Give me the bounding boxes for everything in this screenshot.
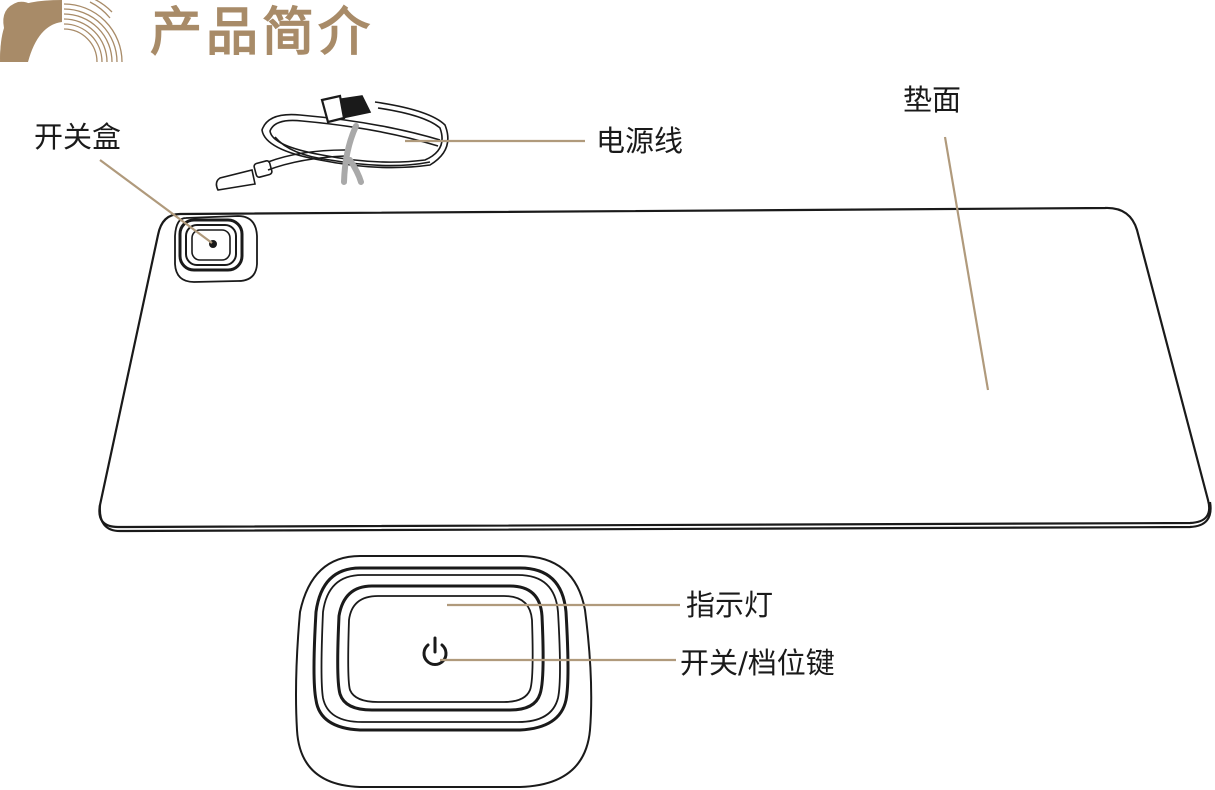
label-power-level-key: 开关/档位键 (680, 646, 835, 680)
mat-surface (98, 206, 1212, 533)
label-mat-surface: 垫面 (903, 83, 962, 117)
bear-arc-logo-icon (0, 0, 123, 63)
power-cord (215, 94, 449, 191)
switch-box-large (295, 555, 593, 788)
power-icon[interactable] (422, 636, 448, 666)
leader-lines (99, 136, 990, 662)
cable-tie (341, 123, 364, 185)
label-switch-box: 开关盒 (34, 120, 122, 154)
label-indicator-light: 指示灯 (686, 588, 774, 622)
page-title: 产品简介 (150, 3, 375, 63)
switch-box-small (174, 215, 258, 283)
label-power-cord: 电源线 (596, 124, 684, 158)
